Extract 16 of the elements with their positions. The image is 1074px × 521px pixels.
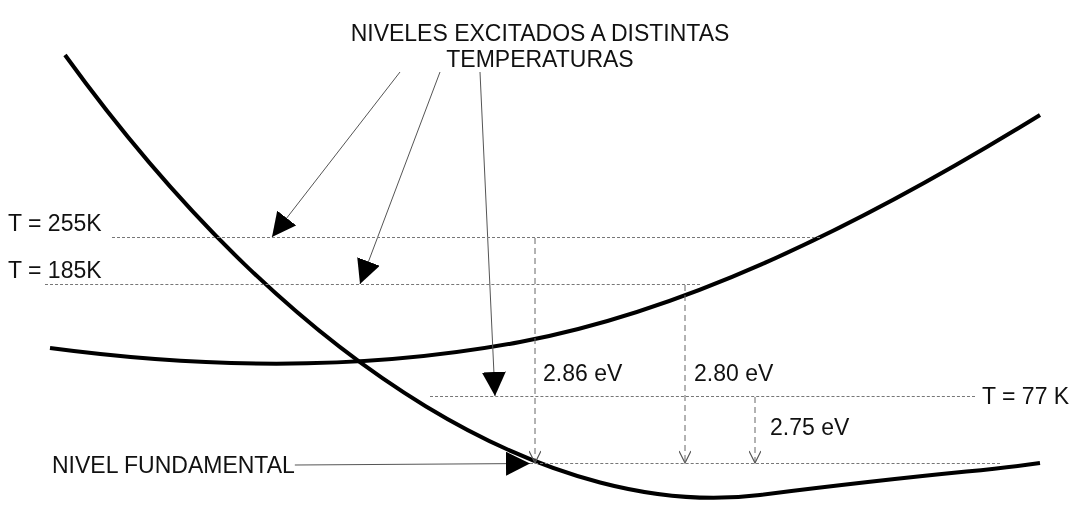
arrow [528,237,542,464]
arrow [748,396,762,464]
energy-level-line [112,237,820,238]
level-label: NIVEL FUNDAMENTAL [52,452,295,478]
energy-level-line [530,463,1000,464]
arrow [271,71,401,238]
temperature-label: T = 77 K [982,383,1070,409]
heading-label: NIVELES EXCITADOS A DISTINTAS TEMPERATURAS [340,20,740,72]
temperature-label: T = 255K [8,210,102,236]
arrow [678,284,692,464]
energy-level-line [430,396,975,397]
arrow [357,71,441,285]
temperature-label: T = 185K [8,257,102,283]
arrow [294,451,531,476]
energy-level-line [45,284,700,285]
arrow [479,71,506,397]
